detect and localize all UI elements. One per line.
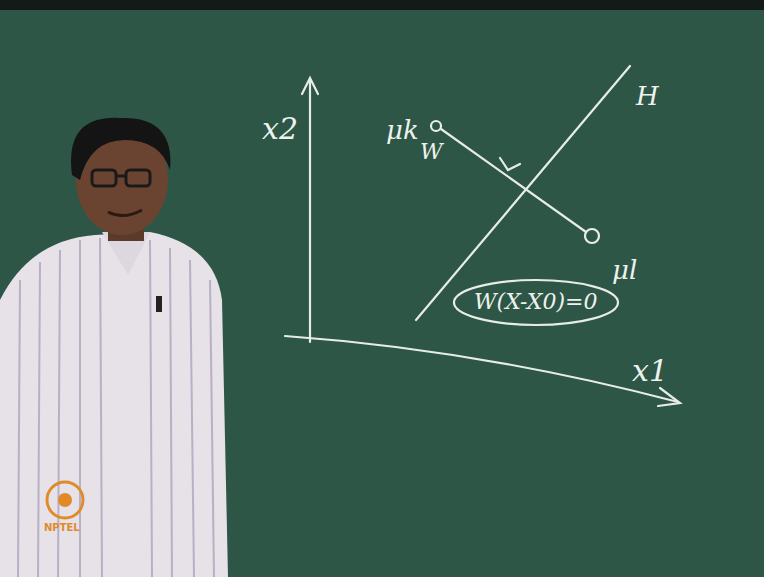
circled-equation: W(X-X0)=0 [452,278,620,327]
mean-point [585,229,599,243]
mean-point [431,121,441,131]
chalk-drawing [285,66,680,406]
axis-label: x1 [632,354,668,387]
axis-arrow [658,388,680,406]
top-frame [0,0,764,10]
x1-axis [285,336,678,402]
mean-joining-line [441,129,586,232]
nptel-logo [47,482,83,518]
hyperplane-label: H [636,82,659,111]
mean-label: μk [386,116,419,145]
hair [71,118,170,180]
logo-text: NPTEL [44,522,80,533]
weight-label: W [420,140,443,164]
hyperplane-line [416,66,630,320]
lecturer [0,118,228,577]
x2-axis [309,80,311,342]
mean-label: μl [612,256,637,285]
axis-label: x2 [262,112,298,145]
equation-text: W(X-X0)=0 [474,290,642,314]
microphone [156,296,162,312]
axis-arrow [302,78,318,94]
right-angle-mark [500,158,520,170]
glasses [92,170,150,186]
shirt [0,232,228,577]
